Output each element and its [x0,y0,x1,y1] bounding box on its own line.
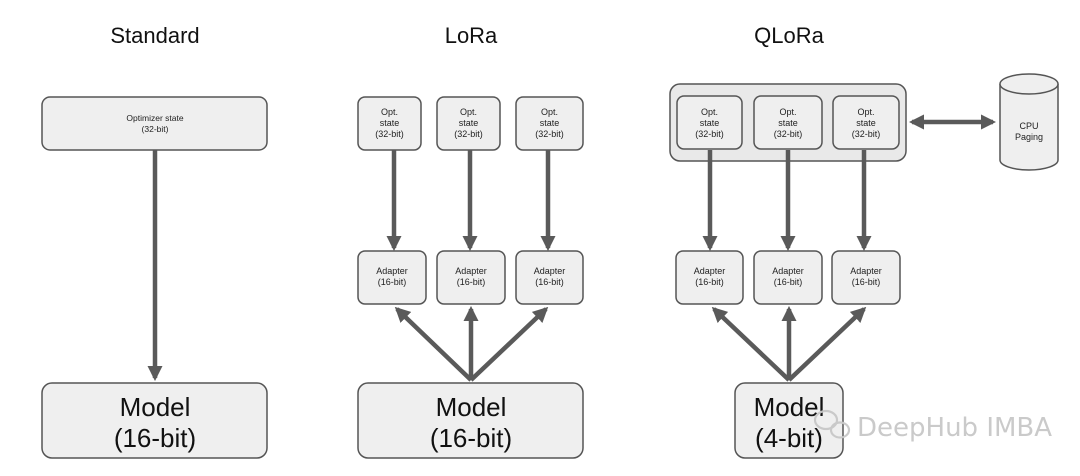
qlora-opt-3-l3: (32-bit) [852,129,881,139]
qlora-opt-1-l1: Opt. [701,107,718,117]
lora-opt-3-l3: (32-bit) [535,129,564,139]
cpu-label: CPU [1019,121,1038,131]
lora-arrow-model-1 [394,306,473,382]
qlora-opt-1-l2: state [700,118,720,128]
qlora-model-bits: (4-bit) [755,423,823,453]
qlora-adapter-3-l1: Adapter [850,266,882,276]
qlora-adapter-1-l1: Adapter [694,266,726,276]
lora-opt-box-3: Opt. state (32-bit) [515,96,584,151]
lora-title: LoRa [445,23,498,48]
qlora-adapter-1-l2: (16-bit) [695,277,724,287]
lora-opt-3-l1: Opt. [541,107,558,117]
qlora-adapter-box-1: Adapter (16-bit) [675,250,744,305]
lora-opt-2-l1: Opt. [460,107,477,117]
qlora-arrow-model-1 [711,306,791,382]
qlora-adapter-2-l2: (16-bit) [774,277,803,287]
standard-model-box: Model (16-bit) [41,382,268,459]
qlora-opt-3-l1: Opt. [857,107,874,117]
standard-optimizer-box: Optimizer state (32-bit) [41,96,268,151]
lora-opt-box-1: Opt. state (32-bit) [357,96,422,151]
qlora-model-box: Model (4-bit) [734,382,844,459]
standard-title: Standard [110,23,199,48]
qlora-opt-1-l3: (32-bit) [695,129,724,139]
lora-model-label: Model [436,392,507,422]
lora-opt-1-l3: (32-bit) [375,129,404,139]
lora-adapter-2-l1: Adapter [455,266,487,276]
lora-adapter-box-3: Adapter (16-bit) [515,250,584,305]
watermark-text: DeepHub IMBA [857,413,1052,443]
lora-adapter-box-2: Adapter (16-bit) [436,250,506,305]
lora-opt-box-2: Opt. state (32-bit) [436,96,501,151]
lora-opt-1-l1: Opt. [381,107,398,117]
watermark: DeepHub IMBA [813,409,1052,443]
lora-opt-1-l2: state [380,118,400,128]
qlora-opt-box-2: Opt. state (32-bit) [753,95,823,150]
lora-adapter-3-l2: (16-bit) [535,277,564,287]
qlora-adapter-2-l1: Adapter [772,266,804,276]
standard-optimizer-label: Optimizer state [126,113,183,123]
qlora-adapter-box-3: Adapter (16-bit) [831,250,901,305]
qlora-opt-3-l2: state [856,118,876,128]
lora-adapter-1-l1: Adapter [376,266,408,276]
cpu-paging-label: Paging [1015,132,1043,142]
lora-adapter-box-1: Adapter (16-bit) [357,250,427,305]
wechat-logo-icon [813,409,851,439]
qlora-arrow-model-3 [787,306,867,382]
lora-adapter-1-l2: (16-bit) [378,277,407,287]
qlora-opt-2-l2: state [778,118,798,128]
standard-model-label: Model [120,392,191,422]
lora-opt-2-l2: state [459,118,479,128]
qlora-opt-box-3: Opt. state (32-bit) [832,95,900,150]
lora-arrow-model-3 [469,306,549,382]
qlora-opt-box-1: Opt. state (32-bit) [676,95,743,150]
qlora-opt-2-l1: Opt. [779,107,796,117]
lora-model-box: Model (16-bit) [357,382,584,459]
lora-model-bits: (16-bit) [430,423,512,453]
standard-model-bits: (16-bit) [114,423,196,453]
lora-opt-3-l2: state [540,118,560,128]
qlora-model-label: Model [754,392,825,422]
lora-opt-2-l3: (32-bit) [454,129,483,139]
qlora-adapter-box-2: Adapter (16-bit) [753,250,823,305]
qlora-adapter-3-l2: (16-bit) [852,277,881,287]
lora-adapter-2-l2: (16-bit) [457,277,486,287]
lora-adapter-3-l1: Adapter [534,266,566,276]
standard-optimizer-bits: (32-bit) [142,124,169,134]
qlora-opt-2-l3: (32-bit) [774,129,803,139]
cpu-paging-cylinder: CPU Paging [999,73,1059,171]
qlora-title: QLoRa [754,23,824,48]
